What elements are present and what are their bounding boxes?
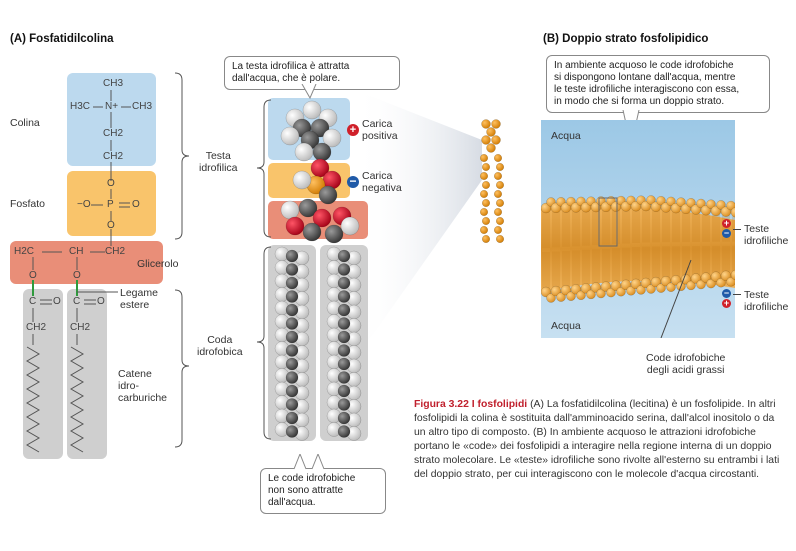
space-filling-model [256,90,482,441]
chem-ch3-right: CH3 [132,101,153,112]
chem-o-ester-2: O [73,270,81,281]
chem-o-top: O [107,178,115,189]
chem-h3c: H3C [70,101,91,112]
chem-o-bottom: O [107,220,115,231]
callout-doppio-strato: In ambiente acquoso le code idrofobiche … [546,55,770,113]
single-lipid-highlight [598,197,618,247]
chem-o-ester-1: O [29,270,37,281]
chem-ch3-top: CH3 [103,78,124,89]
caption-title: I fosfolipidi [471,399,528,410]
fosfatidilcolina-structure [10,72,190,459]
chem-ch2-a: CH2 [103,128,124,139]
leader-teste-top [733,229,741,230]
chem-n-plus: N+ [105,101,119,112]
label-colina: Colina [10,117,40,129]
chem-ch2-glyc: CH2 [105,246,126,257]
tail-box-2 [67,289,107,459]
label-coda-idrofobica: Coda idrofobica [197,334,243,358]
label-glicerolo: Glicerolo [137,258,179,270]
chem-o-minus: −O [77,199,91,210]
panel-a-title: (A) Fosfatidilcolina [10,33,114,45]
bilayer-plus-icon-top: + [722,218,731,228]
tail-box-1 [23,289,63,459]
label-carica-positiva: Carica positiva [362,118,398,142]
label-testa-idrofilica: Testa idrofilica [199,150,238,174]
small-phospholipid-icon [479,119,505,244]
chem-ch2-b: CH2 [103,151,124,162]
leader-teste-bottom [733,294,741,295]
chem-c-2: C [73,296,81,307]
caption-body: (A) La fosfatidilcolina (lecitina) è un … [414,399,780,480]
label-legame-estere: Legame estere [120,287,158,311]
chem-o-1: O [53,296,61,307]
chem-p: P [107,199,114,210]
chem-o-2: O [97,296,105,307]
minus-charge-icon: − [347,175,359,188]
chem-o-right: O [132,199,140,210]
phosphate-box [67,171,156,236]
chem-h2c: H2C [14,246,35,257]
figure-caption: Figura 3.22 I fosfolipidi (A) La fosfati… [414,398,786,482]
label-code-idrofobiche: Code idrofobiche degli acidi grassi [646,352,726,376]
bilayer-plus-icon-bottom: + [722,298,731,308]
chem-ch2-chain-1: CH2 [26,322,47,333]
bilayer-minus-icon-top: − [722,228,731,238]
panel-b-title: (B) Doppio strato fosfolipidico [543,33,709,45]
bilayer-illustration [541,120,735,338]
label-acqua-bottom: Acqua [551,320,581,332]
callout-pointers-bottom [293,454,325,470]
callout-code-idrofobiche: Le code idrofobiche non sono attratte da… [260,468,386,514]
callout-pointer-top [301,84,317,100]
label-teste-idrofiliche-top: Teste idrofiliche [744,223,789,247]
caption-figure-number: Figura 3.22 [414,399,469,410]
chem-ch2-chain-2: CH2 [70,322,91,333]
chem-ch: CH [69,246,84,257]
label-fosfato: Fosfato [10,198,46,210]
label-acqua-top: Acqua [551,130,581,142]
chem-c-1: C [29,296,37,307]
bilayer-minus-icon-bottom: − [722,288,731,298]
projection-beam [355,90,482,360]
label-teste-idrofiliche-bottom: Teste idrofiliche [744,289,789,313]
label-catene: Catene idro- carburiche [118,368,168,404]
label-carica-negativa: Carica negativa [362,170,402,194]
plus-charge-icon: + [347,124,359,136]
callout-testa-idrofilica: La testa idrofilica è attratta dall'acqu… [224,56,400,90]
